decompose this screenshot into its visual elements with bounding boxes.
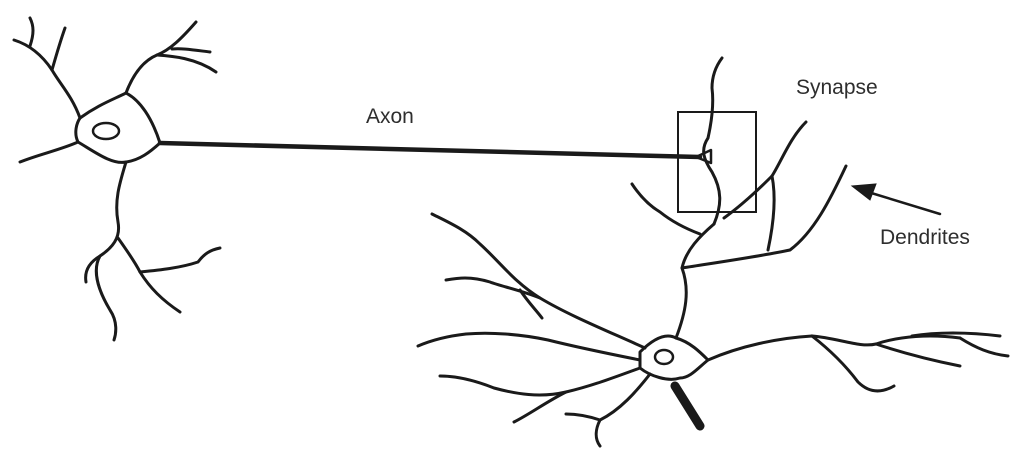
right-dendrite-synapse-twig [632,184,700,234]
dendrites-label: Dendrites [880,226,970,249]
left-dendrite-upper-left [14,40,80,118]
right-dendrite-lower-left-twig [514,392,566,422]
right-dendrite-upper-2 [768,176,774,250]
synapse-label: Synapse [796,76,878,99]
right-dendrite-trunk [676,224,714,338]
synapse-box [678,112,756,212]
right-dendrite-right-far-2 [912,333,1000,336]
left-dendrite-left [20,142,78,162]
dendrites-arrow [852,184,940,214]
left-dendrite-upper-right-twig [157,55,216,72]
right-dendrite-upper-1 [724,122,806,218]
right-dendrite-upper-left [432,214,645,348]
right-dendrite-synapse [704,58,722,224]
left-dendrite-lower-right-twig [140,272,180,312]
dendrites-arrow-head [852,184,876,200]
axon-line [160,143,700,157]
right-dendrite-right-far-3 [960,338,1008,356]
right-dendrite-lower-twig [566,414,600,420]
left-neuron-nucleus [93,123,119,139]
left-neuron [14,18,220,340]
right-dendrite-lower-left [440,368,640,395]
right-neuron-axon-stub [675,386,700,426]
right-neuron [418,58,1008,446]
left-dendrite-upper-left-twig [52,28,65,70]
left-dendrite-lower [96,162,126,340]
left-dendrite-upper-right-twig-2 [172,49,210,52]
right-neuron-nucleus [655,350,673,364]
axon-label: Axon [366,105,414,128]
right-dendrite-right-far [876,344,960,366]
left-dendrite-upper-left-twig-2 [30,18,33,46]
left-dendrite-lower-right [118,238,220,272]
dendrites-arrow-shaft [868,192,940,214]
right-dendrite-left [418,333,640,360]
right-dendrite-lower [596,374,650,446]
right-dendrite-upper-3 [682,166,846,268]
